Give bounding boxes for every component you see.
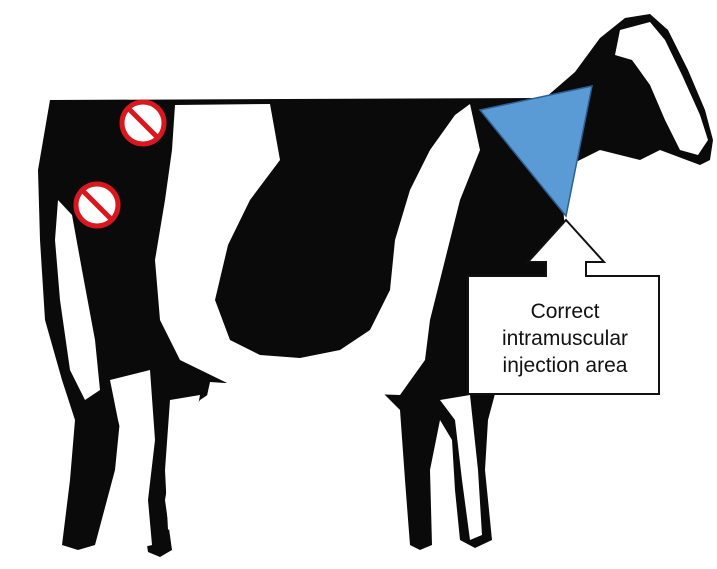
white-patch-neck [560, 150, 700, 245]
white-leg-rear-far [165, 395, 200, 530]
no-symbol-icon [122, 102, 164, 144]
callout-label: Correct intramuscular injection area [470, 284, 660, 392]
white-leg-rear [110, 370, 155, 548]
no-symbol-icon [76, 184, 118, 226]
white-udder [205, 382, 310, 425]
